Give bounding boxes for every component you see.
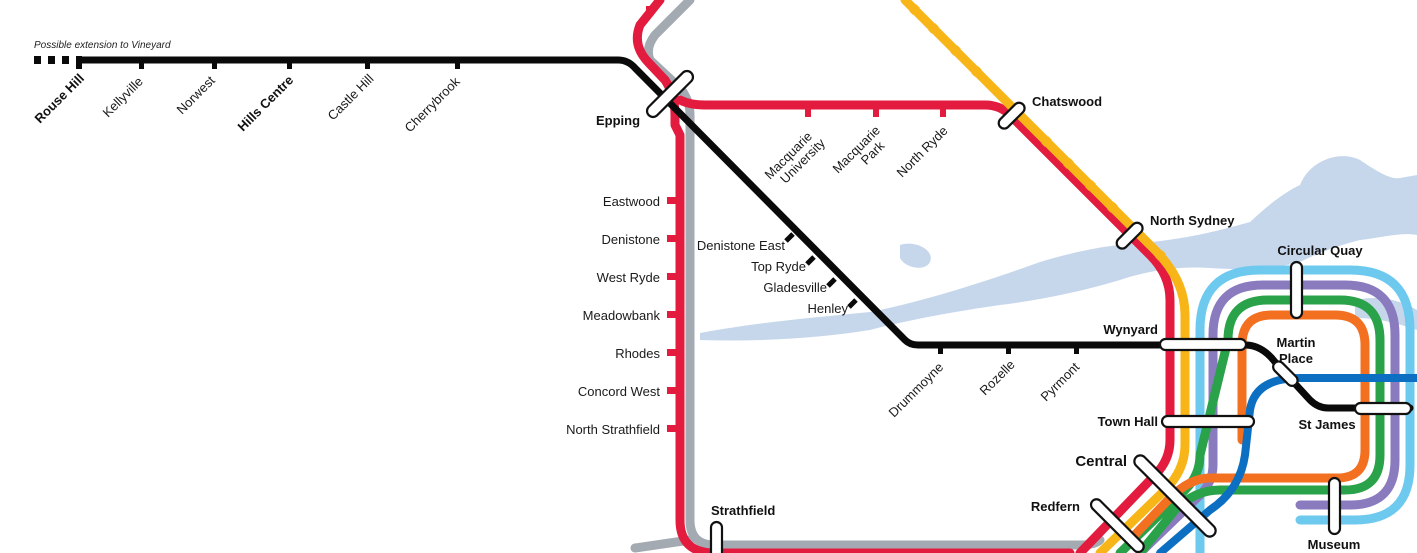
extension-note: Possible extension to Vineyard xyxy=(34,40,171,51)
label-norwest[interactable]: Norwest xyxy=(174,73,219,118)
interchange-strathfield[interactable] xyxy=(709,520,724,553)
metro-extension-dashes xyxy=(34,56,69,64)
interchange-martin-place[interactable] xyxy=(1271,359,1300,388)
svg-text:Martin: Martin xyxy=(1277,335,1316,350)
label-kellyville[interactable]: Kellyville xyxy=(100,74,146,120)
label-macquarie-park[interactable]: Macquarie Park xyxy=(830,123,893,186)
interchange-redfern[interactable] xyxy=(1089,497,1146,553)
interchange-north-sydney[interactable] xyxy=(1114,220,1144,250)
label-redfern[interactable]: Redfern xyxy=(1031,499,1080,514)
metro-harbour-ticks xyxy=(938,345,1079,354)
green-line xyxy=(1115,295,1385,553)
label-denistone-east[interactable]: Denistone East xyxy=(697,238,786,253)
purple-line xyxy=(1135,280,1400,553)
label-central[interactable]: Central xyxy=(1075,453,1127,470)
label-epping[interactable]: Epping xyxy=(596,113,640,128)
label-henley[interactable]: Henley xyxy=(808,301,849,316)
red-line-north-shore xyxy=(675,95,1175,553)
interchange-st-james[interactable] xyxy=(1353,401,1413,416)
metro-line xyxy=(76,56,1414,412)
label-north-ryde[interactable]: North Ryde xyxy=(894,123,951,180)
label-denistone[interactable]: Denistone xyxy=(601,232,660,247)
interchange-town-hall[interactable] xyxy=(1160,414,1256,429)
yellow-line xyxy=(900,0,1190,553)
svg-text:Place: Place xyxy=(1279,351,1313,366)
blue-line xyxy=(1156,374,1417,553)
label-eastwood[interactable]: Eastwood xyxy=(603,194,660,209)
label-concord-west[interactable]: Concord West xyxy=(578,384,661,399)
label-st-james[interactable]: St James xyxy=(1298,417,1355,432)
label-strathfield[interactable]: Strathfield xyxy=(711,503,775,518)
label-macquarie-university[interactable]: Macquarie University xyxy=(762,125,829,192)
label-hills-centre[interactable]: Hills Centre xyxy=(235,72,297,134)
label-museum[interactable]: Museum xyxy=(1308,537,1361,552)
parramatta-river-water xyxy=(900,243,931,268)
label-castle-hill[interactable]: Castle Hill xyxy=(325,71,377,123)
interchange-epping[interactable] xyxy=(645,69,696,120)
label-martin-place[interactable]: Martin Place xyxy=(1277,335,1316,366)
interchange-museum[interactable] xyxy=(1327,476,1342,536)
interchange-circular-quay[interactable] xyxy=(1289,260,1304,320)
label-meadowbank[interactable]: Meadowbank xyxy=(583,308,661,323)
label-town-hall[interactable]: Town Hall xyxy=(1098,414,1158,429)
label-rhodes[interactable]: Rhodes xyxy=(615,346,660,361)
metro-diagonal-ticks xyxy=(784,232,858,309)
red-station-ticks xyxy=(646,6,946,432)
label-gladesville[interactable]: Gladesville xyxy=(763,280,827,295)
label-cherrybrook[interactable]: Cherrybrook xyxy=(402,74,464,136)
harbour-water xyxy=(700,156,1417,341)
interchange-chatswood[interactable] xyxy=(996,100,1026,130)
label-rouse-hill[interactable]: Rouse Hill xyxy=(32,71,88,127)
label-wynyard[interactable]: Wynyard xyxy=(1103,322,1158,337)
orange-line xyxy=(1125,310,1370,545)
light-blue-line xyxy=(1195,265,1415,553)
label-north-sydney[interactable]: North Sydney xyxy=(1150,213,1235,228)
interchange-central[interactable] xyxy=(1132,453,1218,539)
label-circular-quay[interactable]: Circular Quay xyxy=(1277,243,1363,258)
red-line xyxy=(632,0,1075,553)
label-pyrmont[interactable]: Pyrmont xyxy=(1038,359,1083,404)
label-drummoyne[interactable]: Drummoyne xyxy=(886,359,947,420)
label-top-ryde[interactable]: Top Ryde xyxy=(751,259,806,274)
label-north-strathfield[interactable]: North Strathfield xyxy=(566,422,660,437)
interchange-wynyard[interactable] xyxy=(1158,337,1248,352)
label-chatswood[interactable]: Chatswood xyxy=(1032,94,1102,109)
label-west-ryde[interactable]: West Ryde xyxy=(597,270,660,285)
metro-station-ticks xyxy=(76,56,460,69)
label-rozelle[interactable]: Rozelle xyxy=(977,357,1018,398)
yellow-station-ticks xyxy=(909,4,1166,261)
